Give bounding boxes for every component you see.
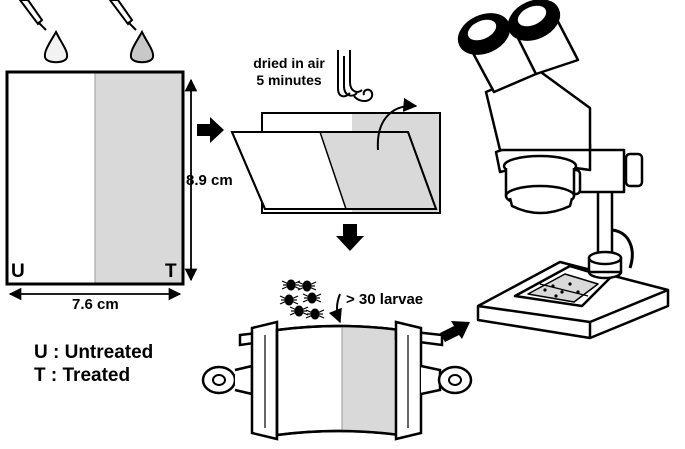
droplet-treated-icon xyxy=(129,29,155,64)
clipped-paper xyxy=(275,324,402,437)
process-arrow-3-icon xyxy=(440,321,470,342)
legend-treated: T : Treated xyxy=(34,365,131,386)
pipette-untreated-icon xyxy=(18,0,47,31)
pipette-treated-icon xyxy=(108,0,137,31)
clip-left-icon xyxy=(201,320,285,441)
process-arrow-2-icon xyxy=(336,224,364,251)
drying-line-1: dried in air xyxy=(253,55,325,71)
height-dimension-label: 8.9 cm xyxy=(186,172,233,189)
airflow-icon xyxy=(337,50,374,102)
microscope-icon xyxy=(457,0,670,340)
larvae-arrow-icon xyxy=(328,293,342,324)
legend-untreated: U : Untreated xyxy=(34,342,154,363)
filter-paper xyxy=(5,70,185,286)
drying-label: dried in air 5 minutes xyxy=(246,55,332,89)
drying-line-2: 5 minutes xyxy=(256,72,322,88)
larvae-count-label: > 30 larvae xyxy=(346,291,424,308)
width-dimension-label: 7.6 cm xyxy=(72,296,119,313)
process-arrow-1-icon xyxy=(197,117,224,143)
clip-right-icon xyxy=(394,320,473,441)
treated-corner-label: T xyxy=(165,261,177,282)
lift-arrow-icon xyxy=(376,97,418,151)
drying-paper xyxy=(230,112,441,214)
untreated-corner-label: U xyxy=(11,261,25,282)
droplet-untreated-icon xyxy=(43,29,69,64)
tick-icons xyxy=(279,279,325,320)
